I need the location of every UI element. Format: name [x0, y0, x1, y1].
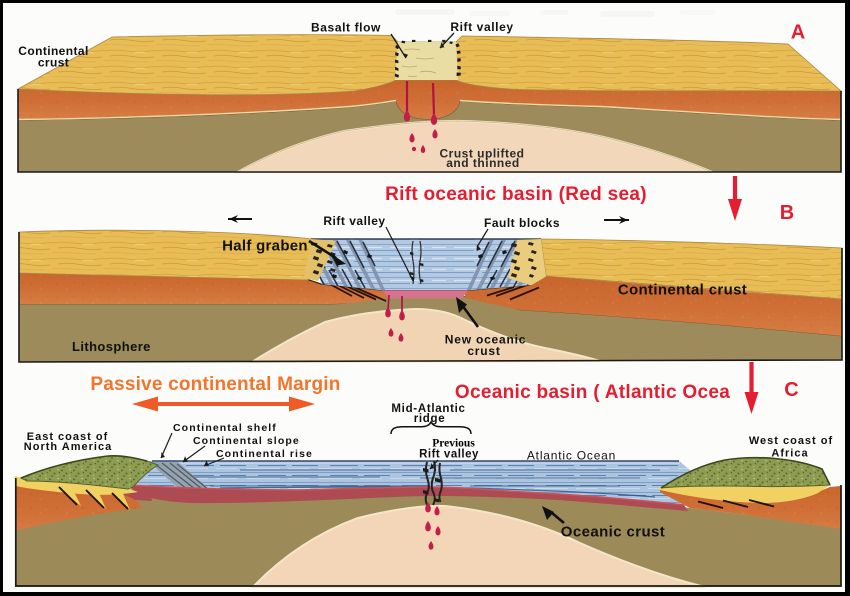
svg-text:Atlantic Ocean: Atlantic Ocean	[527, 449, 616, 463]
svg-text:Fault blocks: Fault blocks	[484, 216, 560, 230]
svg-text:ridge: ridge	[414, 413, 446, 425]
svg-text:Rift valley: Rift valley	[419, 449, 479, 461]
svg-text:Crust uplifted: Crust uplifted	[440, 147, 525, 161]
svg-text:Half graben: Half graben	[222, 238, 308, 255]
svg-text:crust: crust	[467, 344, 500, 358]
svg-text:East coast of: East coast of	[27, 431, 108, 443]
svg-text:North America: North America	[24, 441, 112, 453]
svg-text:Continental slope: Continental slope	[193, 435, 300, 447]
svg-text:C: C	[784, 379, 798, 401]
svg-text:crust: crust	[38, 56, 69, 70]
svg-text:Oceanic crust: Oceanic crust	[561, 524, 665, 541]
svg-text:Continental shelf: Continental shelf	[173, 422, 277, 434]
svg-text:Oceanic basin ( Atlantic Ocea: Oceanic basin ( Atlantic Ocea	[455, 382, 730, 403]
svg-text:Passive continental Margin: Passive continental Margin	[90, 374, 340, 395]
svg-text:Previous: Previous	[432, 438, 475, 450]
svg-text:Mid-Atlantic: Mid-Atlantic	[391, 403, 465, 415]
svg-text:Continental rise: Continental rise	[216, 448, 313, 460]
svg-text:Continental crust: Continental crust	[618, 282, 747, 299]
svg-text:A: A	[791, 22, 805, 44]
svg-text:Rift valley: Rift valley	[323, 214, 385, 228]
svg-text:Africa: Africa	[771, 448, 808, 460]
svg-text:West coast of: West coast of	[749, 435, 833, 447]
svg-text:Rift oceanic basin (Red sea): Rift oceanic basin (Red sea)	[385, 184, 647, 205]
svg-text:B: B	[780, 202, 794, 224]
svg-text:New oceanic: New oceanic	[445, 333, 527, 347]
svg-text:Continental: Continental	[18, 44, 88, 58]
svg-text:and thinned: and thinned	[446, 156, 520, 170]
svg-text:Lithosphere: Lithosphere	[72, 339, 151, 354]
svg-text:Basalt flow: Basalt flow	[311, 21, 381, 35]
svg-text:Rift valley: Rift valley	[450, 20, 513, 34]
